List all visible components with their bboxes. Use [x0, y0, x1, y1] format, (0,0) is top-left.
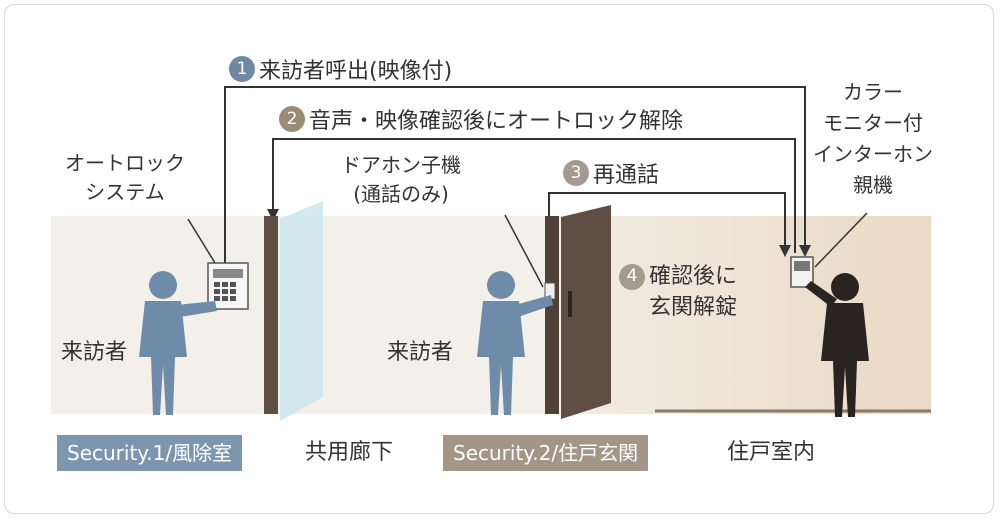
- unlock-line-2-arrow: [267, 209, 279, 221]
- talk-line-3-arrow: [779, 245, 791, 257]
- resident-figure: [805, 273, 869, 417]
- doorphone-pointer: [504, 214, 544, 288]
- step-2-text: 音声・映像確認後にオートロック解除: [309, 109, 684, 134]
- visitor-figure-1: [139, 271, 217, 415]
- security-1-badge: Security.1/風除室: [57, 435, 243, 471]
- autolock-panel: [207, 262, 249, 310]
- step-4-line-2: 玄関解錠: [649, 295, 738, 320]
- diagram-graphics: [139, 86, 931, 421]
- unit-door: [561, 205, 611, 419]
- step-4-label: 4 確認後に 玄関解錠: [619, 261, 737, 323]
- inside-unit-label: 住戸室内: [727, 440, 816, 465]
- step-1-label: 1 来訪者呼出(映像付): [229, 53, 452, 85]
- step-1-number: 1: [229, 56, 255, 82]
- unit-door-frame: [545, 216, 559, 414]
- step-3-number: 3: [563, 160, 589, 186]
- step-1-text: 来訪者呼出(映像付): [259, 59, 453, 84]
- visitor-label-1: 来訪者: [61, 340, 128, 365]
- interior-floor: [589, 216, 931, 414]
- glass-door: [280, 201, 323, 421]
- step-4-line-1: 確認後に: [649, 264, 738, 289]
- call-line-1: [224, 86, 806, 263]
- visitor-figure-2: [477, 271, 553, 415]
- color-monitor-label: カラー モニター付 インターホン 親機: [813, 80, 933, 197]
- step-3-label: 3 再通話: [563, 157, 659, 189]
- diagram-frame: 1 来訪者呼出(映像付) 2 音声・映像確認後にオートロック解除 3 再通話 4…: [4, 4, 994, 514]
- security-2-badge: Security.2/住戸玄関: [443, 435, 649, 471]
- door-handle: [568, 291, 572, 317]
- visitor-label-2: 来訪者: [387, 340, 454, 365]
- autolock-pointer: [187, 218, 216, 264]
- common-corridor-label: 共用廊下: [305, 440, 394, 465]
- step-4-number: 4: [619, 263, 645, 290]
- entrance-door-frame: [264, 216, 278, 414]
- door-phone-label: ドアホン子機 (通話のみ): [341, 153, 461, 206]
- step-3-text: 再通話: [593, 163, 660, 188]
- call-line-1-arrow: [799, 245, 811, 257]
- step-2-label: 2 音声・映像確認後にオートロック解除: [279, 103, 683, 135]
- autolock-label: オートロック システム: [65, 151, 185, 204]
- monitor-pointer: [814, 212, 868, 268]
- unlock-line-2: [272, 138, 796, 253]
- step-2-number: 2: [279, 106, 305, 132]
